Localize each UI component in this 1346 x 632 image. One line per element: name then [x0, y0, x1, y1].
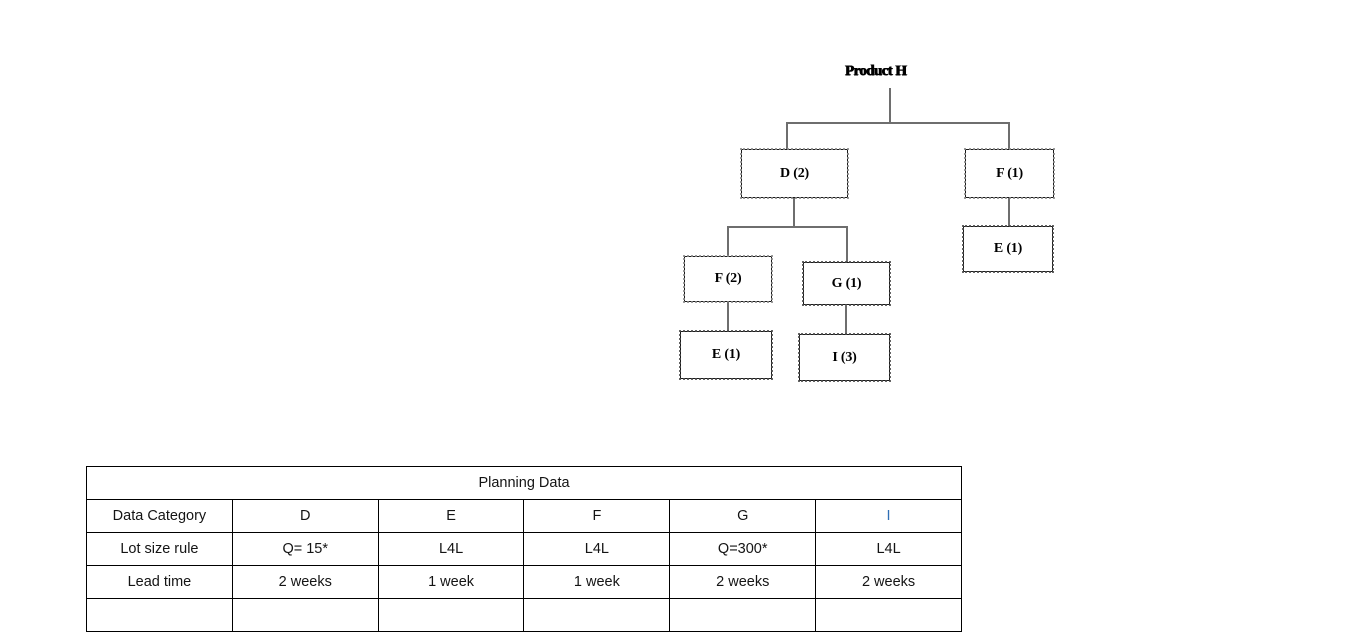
- table-row: Lead time 2 weeks 1 week 1 week 2 weeks …: [86, 565, 962, 599]
- cell-lead-time-e: 1 week: [377, 565, 525, 599]
- connector-drop-f: [1008, 122, 1010, 150]
- cell-lot-size-i: L4L: [815, 532, 962, 566]
- cell-lot-size-e: L4L: [377, 532, 525, 566]
- node-box-e1-left[interactable]: E (1): [679, 330, 773, 380]
- cell-lot-size-g: Q=300*: [669, 532, 817, 566]
- cell-partial-i: [815, 598, 962, 632]
- row-label-lot-size-rule: Lot size rule: [86, 532, 233, 566]
- cell-partial-g: [669, 598, 817, 632]
- node-label-f2: F (2): [714, 271, 742, 286]
- cell-partial-f: [523, 598, 671, 632]
- node-box-f-right[interactable]: F (1): [964, 148, 1055, 199]
- connector-d-stem: [793, 198, 795, 227]
- connector-f-to-e-right: [1008, 198, 1010, 227]
- column-header-e: E: [377, 499, 525, 533]
- node-box-d[interactable]: D (2): [740, 148, 849, 199]
- row-label-lead-time: Lead time: [86, 565, 233, 599]
- table-title-row: Planning Data: [86, 466, 962, 500]
- cell-lead-time-i: 2 weeks: [815, 565, 962, 599]
- column-header-data-category: Data Category: [86, 499, 233, 533]
- node-box-e1-right[interactable]: E (1): [962, 225, 1054, 273]
- node-label-e1-left: E (1): [711, 347, 741, 362]
- table-header-row: Data Category D E F G I: [86, 499, 962, 533]
- row-label-partial: [86, 598, 233, 632]
- cell-partial-d: [231, 598, 379, 632]
- node-label-d: D (2): [780, 165, 809, 181]
- column-header-i: I: [815, 499, 962, 533]
- column-header-g: G: [669, 499, 817, 533]
- node-box-f2[interactable]: F (2): [683, 255, 773, 303]
- node-label-i3: I (3): [832, 349, 857, 365]
- connector-g1-to-i3: [845, 305, 847, 335]
- node-box-i3[interactable]: I (3): [798, 333, 891, 382]
- cell-lot-size-f: L4L: [523, 532, 671, 566]
- cell-lead-time-g: 2 weeks: [669, 565, 817, 599]
- connector-d-bus: [727, 226, 848, 228]
- planning-data-table: Planning Data Data Category D E F G I Lo…: [86, 466, 962, 632]
- cell-lot-size-d: Q= 15*: [231, 532, 379, 566]
- table-title: Planning Data: [86, 466, 962, 500]
- node-label-e1-right: E (1): [993, 241, 1023, 256]
- connector-root-stem: [889, 88, 891, 123]
- root-node-label: Product H: [845, 63, 907, 79]
- connector-drop-g1: [846, 226, 848, 263]
- node-label-g1: G (1): [831, 275, 862, 291]
- bom-tree-diagram: Product H D (2) F (1) F (2) G (1) E (1) …: [679, 63, 1055, 382]
- column-header-d: D: [231, 499, 379, 533]
- connector-drop-f2: [727, 226, 729, 257]
- table-row-partial-cutoff: [86, 598, 962, 632]
- cell-partial-e: [377, 598, 525, 632]
- node-label-f-right: F (1): [996, 165, 1023, 181]
- column-header-f: F: [523, 499, 671, 533]
- connector-level1-bus: [786, 122, 1010, 124]
- table-row: Lot size rule Q= 15* L4L L4L Q=300* L4L: [86, 532, 962, 566]
- cell-lead-time-d: 2 weeks: [231, 565, 379, 599]
- cell-lead-time-f: 1 week: [523, 565, 671, 599]
- connector-f2-to-e1: [727, 302, 729, 332]
- connector-drop-d: [786, 122, 788, 150]
- node-box-g1[interactable]: G (1): [802, 261, 891, 306]
